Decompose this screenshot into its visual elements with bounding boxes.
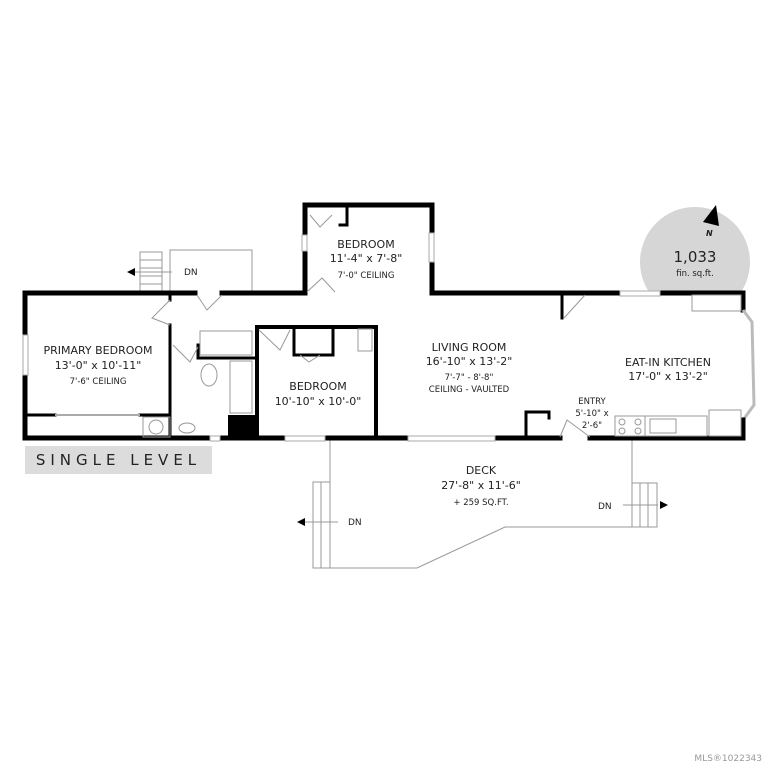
room-lower-bedroom: BEDROOM 10'-10" x 10'-0": [275, 380, 362, 408]
room-name: ENTRY: [578, 397, 606, 407]
room-size: 10'-10" x 10'-0": [275, 395, 362, 408]
room-size-line-2: 2'-6": [582, 421, 602, 431]
room-size: 13'-0" x 10'-11": [55, 359, 142, 372]
room-living-room: LIVING ROOM 16'-10" x 13'-2" 7'-7" - 8'-…: [426, 341, 513, 395]
deck-stairs-left-label: DN: [348, 518, 362, 528]
north-label: N: [706, 229, 713, 238]
room-size: 17'-0" x 13'-2": [628, 370, 708, 383]
room-upper-bedroom: BEDROOM 11'-4" x 7'-8" 7'-0" CEILING: [330, 238, 403, 281]
stairs-label: DN: [184, 268, 198, 278]
room-ceiling: 7'-0" CEILING: [338, 271, 395, 281]
area-badge: 1,033 fin. sq.ft.: [640, 207, 750, 292]
room-name: BEDROOM: [337, 238, 394, 251]
room-name: LIVING ROOM: [432, 341, 507, 354]
deck-label: DECK 27'-8" x 11'-6" + 259 SQ.FT.: [441, 464, 521, 508]
room-entry: ENTRY 5'-10" x 2'-6": [575, 397, 608, 431]
room-primary-bedroom: PRIMARY BEDROOM 13'-0" x 10'-11" 7'-6" C…: [43, 344, 152, 387]
north-arrow-icon: N: [703, 205, 719, 238]
room-area: + 259 SQ.FT.: [453, 498, 508, 508]
room-size: 27'-8" x 11'-6": [441, 479, 521, 492]
room-name: BEDROOM: [289, 380, 346, 393]
room-size: 16'-10" x 13'-2": [426, 355, 513, 368]
area-unit: fin. sq.ft.: [676, 269, 714, 279]
room-name: DECK: [466, 464, 497, 477]
area-value: 1,033: [674, 248, 717, 266]
room-name: EAT-IN KITCHEN: [625, 356, 711, 369]
room-name: PRIMARY BEDROOM: [43, 344, 152, 357]
mls-number: MLS®1022343: [694, 754, 762, 764]
walls: [22, 202, 756, 441]
room-kitchen: EAT-IN KITCHEN 17'-0" x 13'-2": [625, 356, 711, 383]
deck: DN DN: [297, 440, 668, 569]
room-size: 11'-4" x 7'-8": [330, 252, 403, 265]
room-ceiling: 7'-6" CEILING: [70, 377, 127, 387]
fixtures: [22, 214, 742, 442]
room-size-line-1: 5'-10" x: [575, 409, 608, 419]
deck-stairs-right-label: DN: [598, 502, 612, 512]
stairs: DN: [127, 249, 253, 293]
room-ceiling-type: CEILING - VAULTED: [429, 385, 510, 395]
level-banner: SINGLE LEVEL: [25, 446, 212, 474]
room-ceiling-height: 7'-7" - 8'-8": [445, 373, 494, 383]
